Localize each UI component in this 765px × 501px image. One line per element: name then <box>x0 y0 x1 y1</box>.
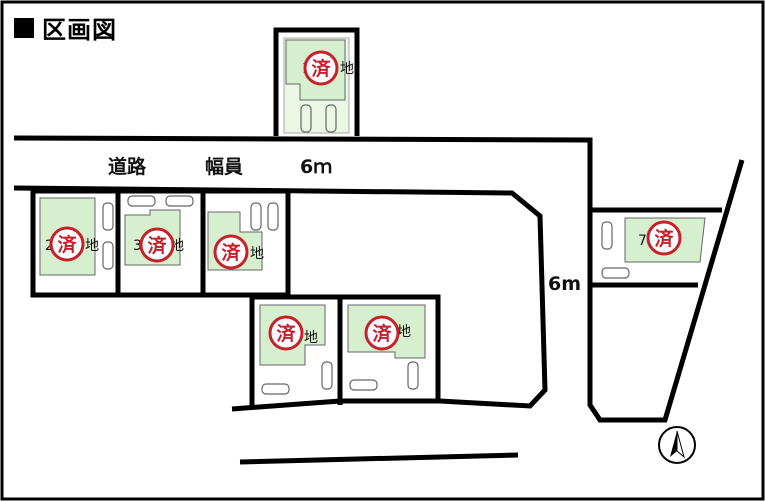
lot-1-suffix: 地 <box>340 61 354 77</box>
lot-2-number: 2 <box>45 238 54 254</box>
lot-4-suffix: 地 <box>250 246 264 262</box>
north-arrow-icon <box>658 426 696 464</box>
road-label: 道路 <box>108 156 147 178</box>
side-road-width: 6m <box>548 273 582 295</box>
car-icon <box>102 202 114 231</box>
lot-5 <box>249 294 343 409</box>
car-icon <box>165 195 194 207</box>
title-square-icon <box>14 17 34 38</box>
lot-5-suffix: 地 <box>304 330 318 346</box>
car-icon <box>267 202 279 231</box>
sold-stamps: 済 済 済 済 済 済 済 <box>49 50 682 351</box>
sold-stamp-icon: 済 <box>213 234 249 270</box>
svg-text:済: 済 <box>654 227 674 250</box>
car-icon <box>601 267 630 279</box>
lot-3-number: 3 <box>133 238 142 254</box>
svg-text:済: 済 <box>57 233 77 256</box>
car-icon <box>102 241 114 270</box>
road-outline <box>13 135 745 465</box>
sold-stamp-icon: 済 <box>646 220 682 256</box>
sold-stamp-icon: 済 <box>139 227 175 263</box>
car-icon <box>325 104 337 133</box>
sold-stamp-icon: 済 <box>49 226 85 262</box>
svg-text:済: 済 <box>311 57 331 80</box>
road-width-value: 6ｍ <box>300 156 333 178</box>
lot-2-suffix: 地 <box>85 238 99 254</box>
sold-stamp-icon: 済 <box>303 50 339 86</box>
car-icon <box>127 195 156 207</box>
car-icon <box>349 379 378 391</box>
lot-6-suffix: 地 <box>397 324 411 340</box>
car-icon <box>601 221 613 250</box>
page-title: 区画図 <box>14 10 117 45</box>
lot-1 <box>273 27 360 136</box>
sold-stamp-icon: 済 <box>268 315 304 351</box>
car-icon <box>407 361 419 390</box>
car-icon <box>250 202 262 231</box>
svg-text:済: 済 <box>147 234 167 257</box>
sold-stamp-icon: 済 <box>364 315 400 351</box>
road-width-label: 幅員 <box>205 156 244 178</box>
svg-text:済: 済 <box>276 322 296 345</box>
lot-7-number: 7 <box>638 233 647 249</box>
svg-text:済: 済 <box>372 322 392 345</box>
title-text: 区画図 <box>42 16 117 44</box>
car-icon <box>321 361 333 390</box>
car-icon <box>300 104 312 133</box>
car-icon <box>261 383 290 395</box>
svg-text:済: 済 <box>221 241 241 264</box>
parking-cars <box>102 104 630 395</box>
